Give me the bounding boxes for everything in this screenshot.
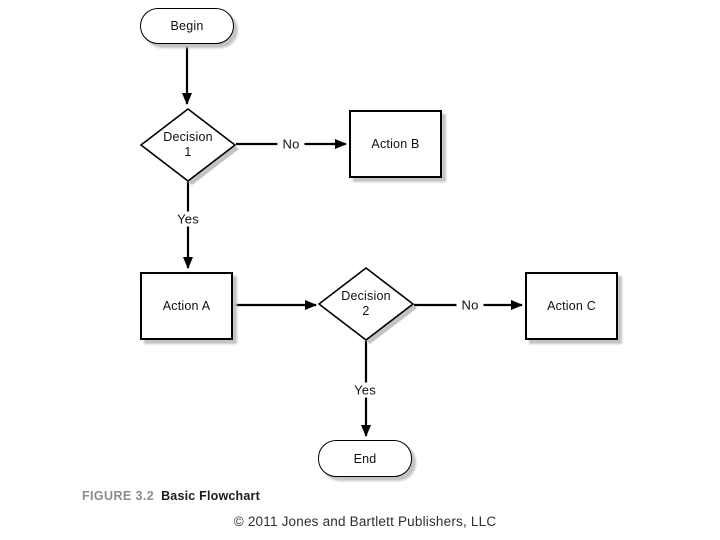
action-b-node-label: Action B xyxy=(371,137,420,151)
action-a-node: Action A xyxy=(140,272,233,340)
figure-caption: FIGURE 3.2 Basic Flowchart xyxy=(82,489,260,503)
figure-title: Basic Flowchart xyxy=(161,489,260,503)
action-b-node: Action B xyxy=(349,110,442,178)
edge-label-decision1-yes: Yes xyxy=(172,211,204,227)
action-c-node-label: Action C xyxy=(547,299,596,313)
decision1-node: Decision 1 xyxy=(139,107,239,185)
begin-node: Begin xyxy=(140,8,234,44)
figure-number: FIGURE 3.2 xyxy=(82,489,155,503)
edge-label-decision2-yes: Yes xyxy=(349,382,381,398)
decision2-diamond-shape xyxy=(317,266,417,344)
edge-label-decision2-no: No xyxy=(456,297,484,313)
action-c-node: Action C xyxy=(525,272,618,340)
decision2-node-label: Decision 2 xyxy=(341,289,391,318)
edge-label-decision1-no: No xyxy=(277,136,305,152)
decision2-node: Decision 2 xyxy=(317,266,417,344)
end-node-label: End xyxy=(353,451,377,466)
decision1-node-label: Decision 1 xyxy=(163,130,213,159)
end-node: End xyxy=(318,440,412,477)
action-a-node-label: Action A xyxy=(162,299,211,313)
decision1-diamond-shape xyxy=(139,107,239,185)
copyright-text: © 2011 Jones and Bartlett Publishers, LL… xyxy=(233,514,497,529)
begin-node-label: Begin xyxy=(170,19,204,33)
